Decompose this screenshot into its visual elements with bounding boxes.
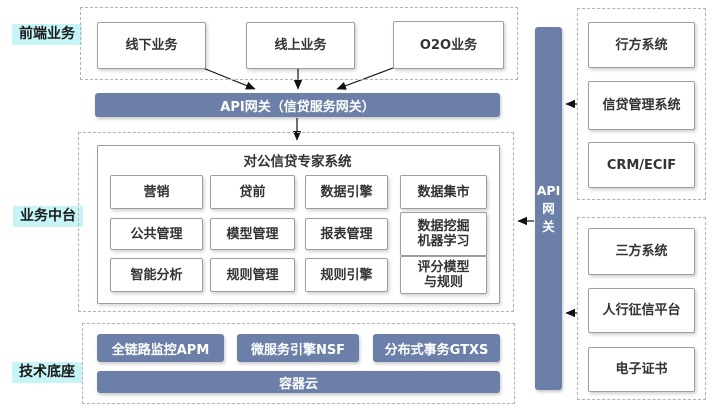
node-public-management: 公共管理	[110, 218, 203, 250]
node-scoring-model-rules: 评分模型 与规则	[400, 256, 487, 294]
node-gtxs: 分布式事务GTXS	[373, 334, 500, 362]
api-gateway-vertical-bar: API 网 关	[535, 27, 562, 390]
node-offline-business: 线下业务	[97, 22, 206, 69]
third-party-group	[577, 217, 706, 400]
node-bank-system: 行方系统	[588, 22, 695, 68]
node-report-management: 报表管理	[305, 218, 388, 250]
layer-label-middle: 业务中台	[13, 206, 83, 227]
node-credit-management-system: 信贷管理系统	[588, 81, 695, 130]
node-data-mining-ml: 数据挖掘 机器学习	[400, 212, 487, 256]
vbar-line: API	[536, 183, 561, 198]
node-rule-management: 规则管理	[210, 258, 295, 292]
node-nsf: 微服务引擎NSF	[237, 334, 359, 362]
node-third-party-system: 三方系统	[588, 228, 695, 275]
node-rule-engine: 规则引擎	[305, 258, 388, 292]
node-intelligent-analysis: 智能分析	[110, 258, 203, 292]
node-online-business: 线上业务	[246, 22, 355, 69]
bank-systems-group	[577, 8, 706, 200]
node-pre-loan: 贷前	[210, 175, 295, 209]
node-label-line: 与规则	[423, 275, 463, 290]
frontend-group	[80, 7, 518, 80]
api-gateway-bar: API网关（信贷服务网关）	[95, 93, 500, 117]
node-crm-ecif: CRM/ECIF	[588, 142, 695, 188]
node-data-mart: 数据集市	[400, 175, 487, 209]
middle-platform-group	[78, 132, 514, 312]
layer-label-frontend: 前端业务	[12, 24, 82, 45]
node-container-cloud: 容器云	[97, 371, 500, 393]
node-marketing: 营销	[110, 175, 203, 209]
node-digital-certificate: 电子证书	[588, 347, 695, 392]
node-model-management: 模型管理	[210, 218, 295, 250]
vbar-line: 网	[542, 201, 555, 216]
node-pboc-credit-platform: 人行征信平台	[588, 288, 695, 333]
tech-base-group	[82, 323, 515, 404]
node-o2o-business: O2O业务	[393, 21, 504, 69]
expert-system-title: 对公信贷专家系统	[243, 154, 352, 170]
layer-label-tech: 技术底座	[12, 362, 82, 383]
node-data-engine: 数据引擎	[305, 175, 388, 209]
node-label-line: 评分模型	[417, 260, 470, 275]
node-label-line: 机器学习	[417, 234, 470, 249]
node-label-line: 数据挖掘	[417, 219, 470, 234]
node-apm: 全链路监控APM	[97, 334, 224, 362]
vbar-line: 关	[542, 219, 555, 234]
